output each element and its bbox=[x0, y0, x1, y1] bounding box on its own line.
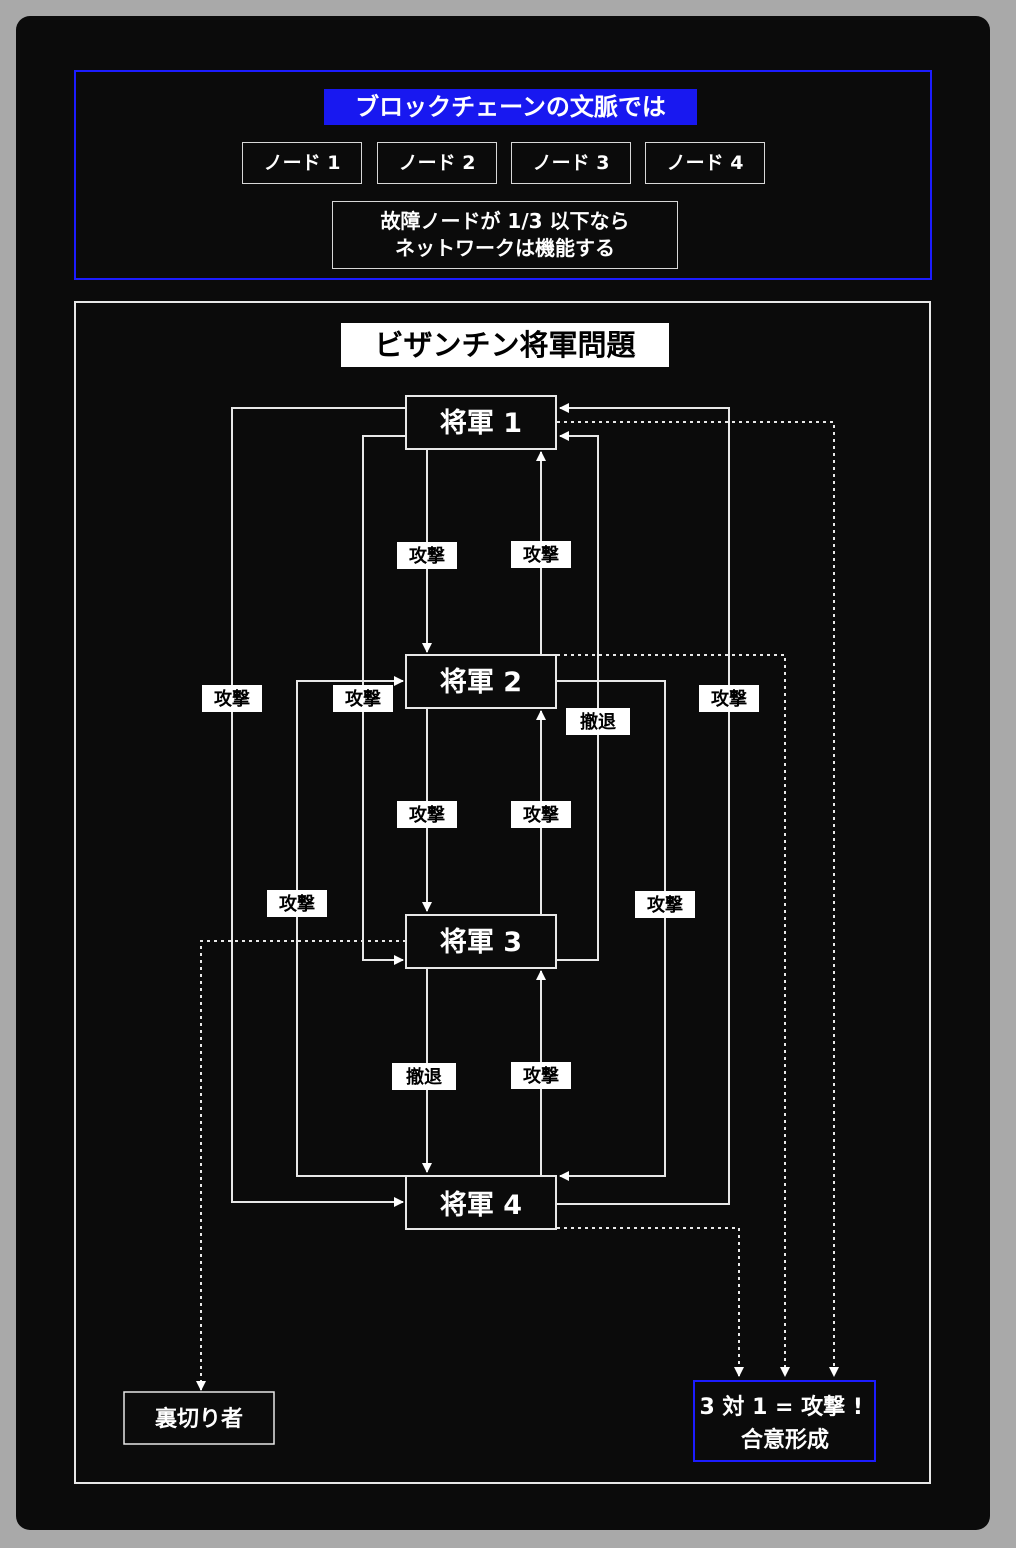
edge-g2-to-g4 bbox=[557, 680, 666, 1181]
edge-label-g2-to-g3: 攻撃 bbox=[397, 801, 457, 828]
svg-text:撤退: 撤退 bbox=[406, 1066, 442, 1088]
general-4-node: 将軍 4 bbox=[405, 1175, 557, 1230]
dotted-g1-to-outcome bbox=[557, 421, 839, 1377]
svg-text:攻撃: 攻撃 bbox=[409, 804, 445, 826]
general-3-label: 将軍 3 bbox=[440, 927, 522, 958]
general-2-node: 将軍 2 bbox=[405, 654, 557, 709]
byzantine-generals-title: ビザンチン将軍問題 bbox=[341, 323, 669, 367]
edge-label-g1-to-g4: 攻撃 bbox=[202, 685, 262, 712]
edge-label-g2-to-g1: 攻撃 bbox=[511, 541, 571, 568]
node-1-box: ノード 1 bbox=[242, 142, 362, 184]
edge-label-g2-to-g4: 攻撃 bbox=[635, 891, 695, 918]
general-3-node: 将軍 3 bbox=[405, 914, 557, 969]
node-2-box: ノード 2 bbox=[377, 142, 497, 184]
svg-text:攻撃: 攻撃 bbox=[345, 688, 381, 710]
svg-text:攻撃: 攻撃 bbox=[647, 894, 683, 916]
svg-text:攻撃: 攻撃 bbox=[523, 1065, 559, 1087]
consensus-outcome-label: 3 対 1 = 攻撃 ! 合意形成 bbox=[699, 1394, 870, 1453]
traitor-label: 裏切り者 bbox=[155, 1406, 243, 1432]
edge-g4-to-g1 bbox=[557, 403, 730, 1205]
edge-label-g4-to-g1: 攻撃 bbox=[699, 685, 759, 712]
edge-g4-to-g2 bbox=[296, 676, 406, 1177]
svg-text:攻撃: 攻撃 bbox=[523, 544, 559, 566]
byzantine-generals-panel bbox=[74, 301, 931, 1484]
edge-label-g1-to-g2: 攻撃 bbox=[397, 542, 457, 569]
svg-text:攻撃: 攻撃 bbox=[409, 545, 445, 567]
blockchain-context-panel bbox=[74, 70, 932, 280]
general-2-label: 将軍 2 bbox=[440, 667, 522, 698]
general-4-label: 将軍 4 bbox=[440, 1190, 522, 1221]
edge-label-g4-to-g2: 攻撃 bbox=[267, 890, 327, 917]
general-1-node: 将軍 1 bbox=[405, 395, 557, 450]
edge-g3-to-g1 bbox=[557, 431, 599, 961]
edge-label-g3-to-g2: 攻撃 bbox=[511, 801, 571, 828]
edge-label-g4-to-g3: 攻撃 bbox=[511, 1062, 571, 1089]
edge-g1-to-g4 bbox=[231, 407, 406, 1207]
node-4-box: ノード 4 bbox=[645, 142, 765, 184]
svg-text:攻撃: 攻撃 bbox=[523, 804, 559, 826]
fault-tolerance-note: 故障ノードが 1/3 以下なら ネットワークは機能する bbox=[332, 201, 678, 269]
dotted-g4-to-outcome bbox=[557, 1227, 744, 1377]
general-1-label: 将軍 1 bbox=[440, 408, 522, 439]
svg-text:攻撃: 攻撃 bbox=[279, 893, 315, 915]
edge-label-g3-to-g4: 撤退 bbox=[392, 1063, 456, 1090]
svg-text:攻撃: 攻撃 bbox=[711, 688, 747, 710]
svg-text:攻撃: 攻撃 bbox=[214, 688, 250, 710]
blockchain-context-title: ブロックチェーンの文脈では bbox=[324, 89, 697, 125]
node-3-box: ノード 3 bbox=[511, 142, 631, 184]
consensus-outcome-box: 3 対 1 = 攻撃 ! 合意形成 bbox=[693, 1380, 876, 1462]
edge-label-g1-to-g3: 攻撃 bbox=[333, 685, 393, 712]
dotted-g2-to-outcome bbox=[557, 654, 790, 1377]
traitor-box: 裏切り者 bbox=[123, 1391, 275, 1445]
edge-label-g3-to-g1: 撤退 bbox=[566, 708, 630, 735]
dotted-g3-to-traitor bbox=[196, 940, 406, 1391]
svg-text:撤退: 撤退 bbox=[580, 711, 616, 733]
